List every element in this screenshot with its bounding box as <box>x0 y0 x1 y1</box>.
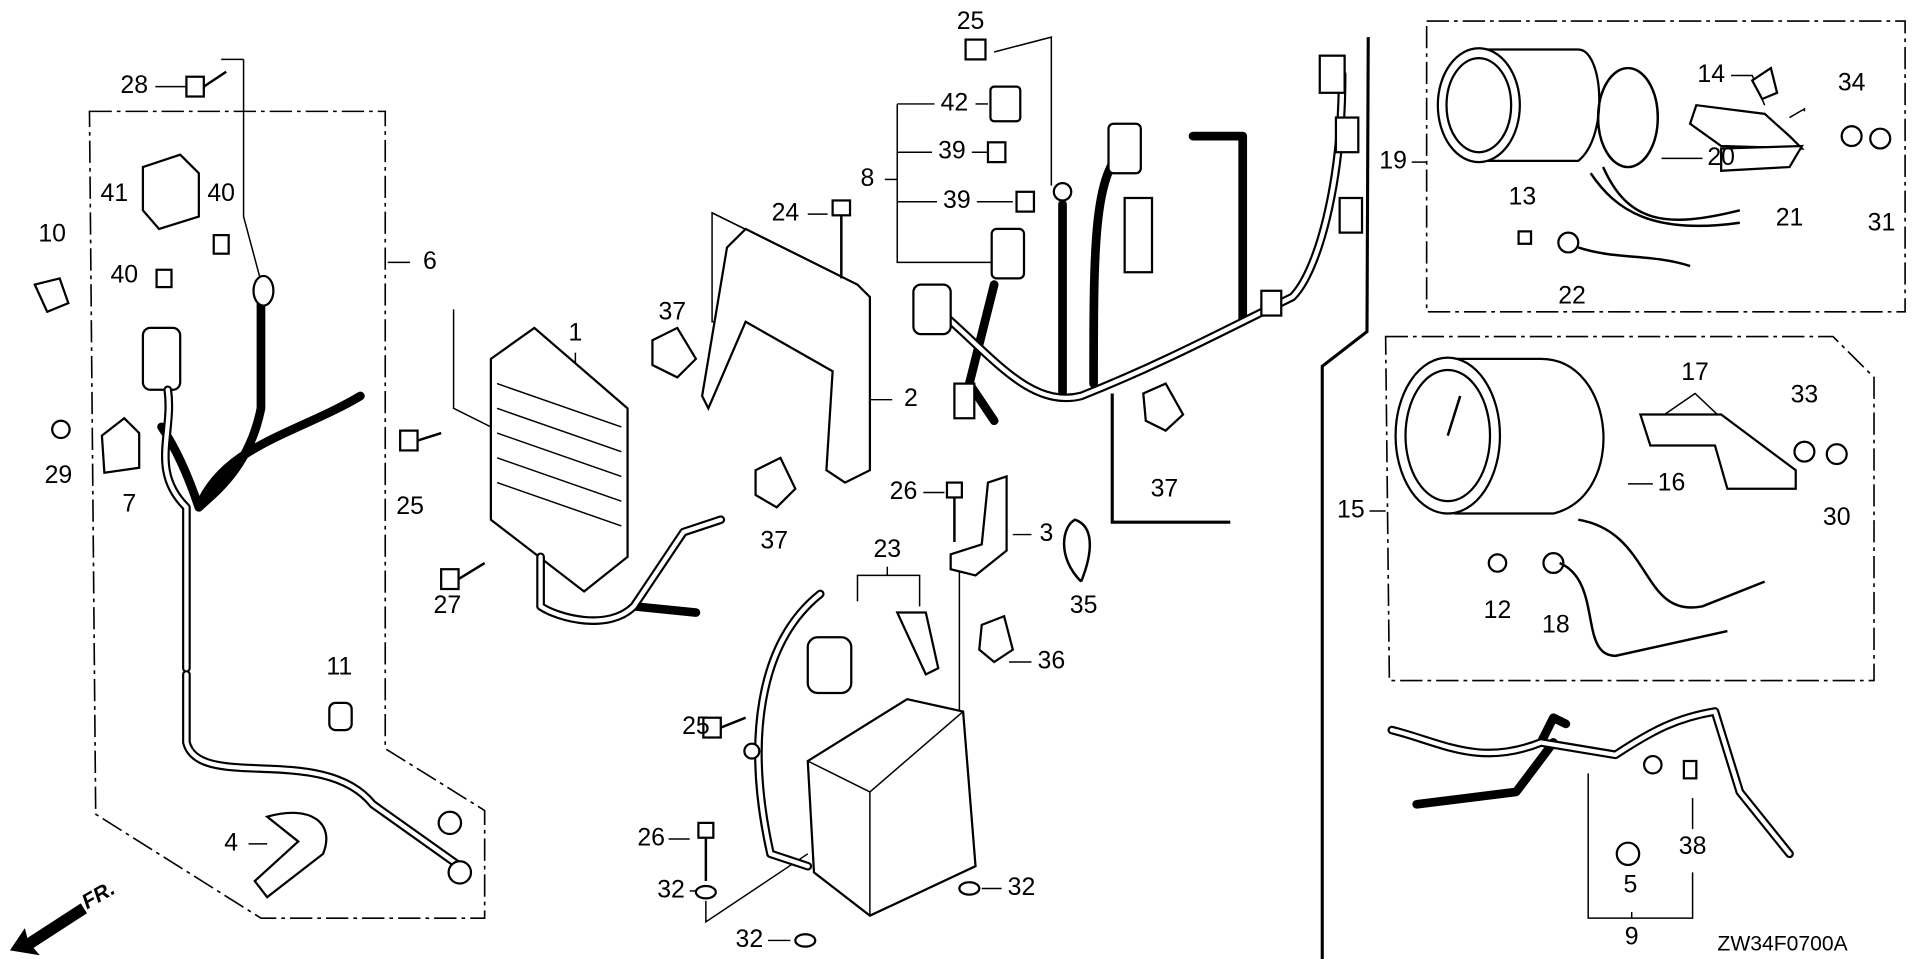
callout: 17 <box>1681 359 1709 386</box>
callout: 26 <box>890 478 918 505</box>
callout: 8 <box>861 165 875 192</box>
callout: 9 <box>1625 924 1639 951</box>
callout-labels: 28 41 40 10 40 6 29 7 1 25 27 2 37 37 24… <box>38 8 1895 953</box>
callout: 23 <box>873 536 901 563</box>
callout: 32 <box>736 926 764 953</box>
callout: 24 <box>772 200 800 227</box>
callout: 26 <box>637 825 665 852</box>
callout: 27 <box>434 592 462 619</box>
callout: 28 <box>120 72 148 99</box>
callout: 20 <box>1707 144 1735 171</box>
bracket-37 <box>1110 393 1231 524</box>
callout: 37 <box>760 528 788 555</box>
callout: 3 <box>1039 520 1053 547</box>
callout: 19 <box>1379 148 1407 175</box>
callout: 36 <box>1038 648 1066 675</box>
callout: 6 <box>423 248 437 275</box>
group-box-15 <box>1384 335 1875 682</box>
callout: 37 <box>658 299 686 326</box>
callout: 31 <box>1868 210 1896 237</box>
callout: 32 <box>657 877 685 904</box>
callout: 15 <box>1337 497 1365 524</box>
callout: 10 <box>38 221 66 248</box>
callout: 40 <box>110 262 138 289</box>
diagram-code: ZW34F0700A <box>1717 932 1848 955</box>
callout: 30 <box>1823 504 1851 531</box>
callout: 7 <box>122 490 136 517</box>
callout: 12 <box>1484 597 1512 624</box>
group-box-19 <box>1425 20 1906 313</box>
callout: 40 <box>207 180 235 207</box>
callout: 25 <box>957 8 985 35</box>
callout: 41 <box>101 180 129 207</box>
callout: 32 <box>1008 874 1036 901</box>
callout: 37 <box>1151 476 1179 503</box>
group-box-6 <box>88 110 486 919</box>
callout: 34 <box>1838 70 1866 97</box>
callout: 16 <box>1658 469 1686 496</box>
callout: 18 <box>1542 612 1570 639</box>
front-direction-arrow: FR. <box>9 877 119 956</box>
divider-line <box>1320 37 1370 959</box>
callout: 33 <box>1791 382 1819 409</box>
callout: 21 <box>1776 205 1804 232</box>
callout: 25 <box>682 713 710 740</box>
callout: 13 <box>1509 184 1537 211</box>
callout: 39 <box>938 138 966 165</box>
callout: 5 <box>1624 872 1638 899</box>
callout: 11 <box>326 654 352 681</box>
callout: 29 <box>45 462 73 489</box>
callout: 38 <box>1679 833 1707 860</box>
callout: 14 <box>1697 61 1725 88</box>
callout: 2 <box>904 385 918 412</box>
callout: 25 <box>396 493 424 520</box>
callout: 22 <box>1558 283 1586 310</box>
callout: 4 <box>224 829 238 856</box>
callout: 1 <box>568 320 582 347</box>
callout: 39 <box>943 187 971 214</box>
callout: 42 <box>941 90 969 117</box>
callout: 35 <box>1070 592 1098 619</box>
front-marker-label: FR. <box>78 877 119 914</box>
part-shapes <box>33 38 1892 948</box>
